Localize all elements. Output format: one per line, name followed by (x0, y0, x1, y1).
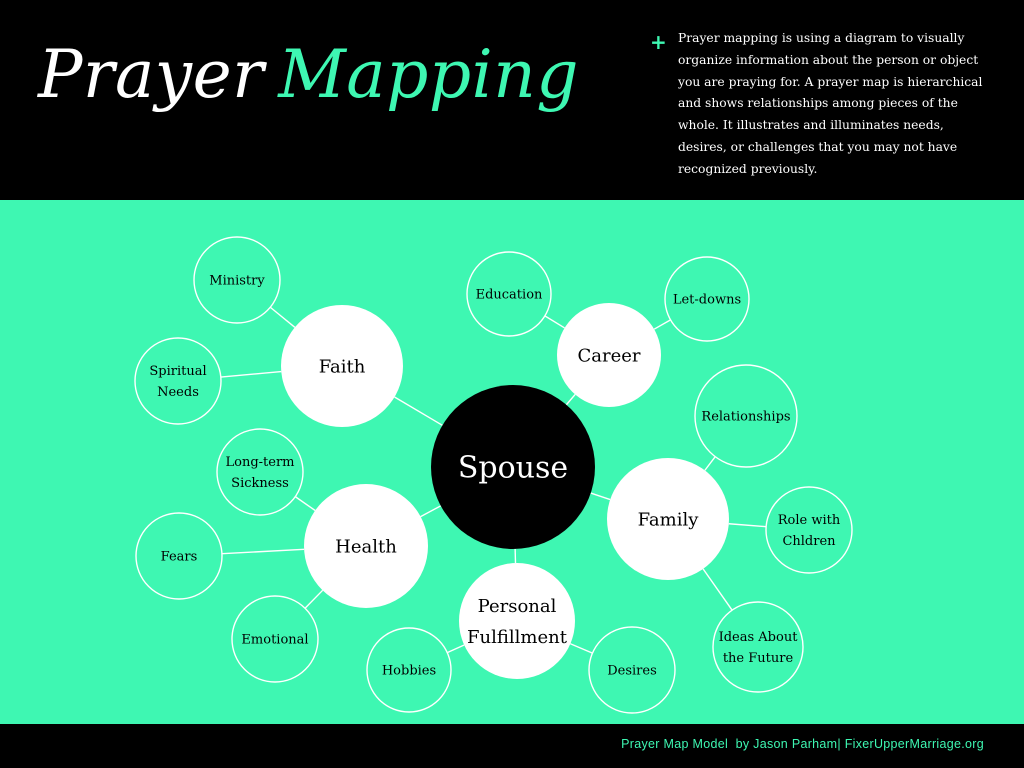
leaf-label-relationships: Relationships (701, 410, 790, 425)
connector-family-ideas-about-the-future (702, 568, 733, 611)
branch-node-family (607, 458, 729, 580)
connector-center-faith (394, 396, 443, 426)
leaf-label-ministry: Ministry (209, 274, 265, 289)
leaf-node-ministry (193, 236, 281, 324)
branch-node-career (557, 303, 661, 407)
center-node (431, 385, 595, 549)
connector-faith-ministry (269, 306, 296, 328)
leaf-node-relationships (694, 364, 798, 468)
leaf-node-long-term-sickness (216, 428, 304, 516)
connector-family-role-with-chldren (728, 523, 767, 528)
connector-personal-fulfillment-hobbies (446, 644, 465, 654)
leaf-node-spiritual-needs (134, 337, 222, 425)
leaf-node-desires (588, 626, 676, 714)
footer-credit: Prayer Map Model by Jason Parham| FixerU… (621, 737, 984, 751)
connector-health-fears (221, 548, 305, 555)
leaf-label-let-downs: Let-downs (673, 293, 741, 308)
leaf-node-emotional (231, 595, 319, 683)
branch-label-family: Family (638, 509, 700, 530)
plus-icon: + (650, 30, 667, 54)
leaf-node-fears (135, 512, 223, 600)
leaf-node-education (466, 251, 552, 337)
connector-center-health (420, 505, 442, 518)
branch-label-health: Health (335, 536, 397, 557)
connector-health-emotional (304, 589, 324, 609)
leaf-node-role-with-chldren (765, 486, 853, 574)
connector-family-relationships (704, 456, 716, 471)
connector-center-career (565, 394, 576, 406)
connector-career-education (544, 315, 565, 329)
leaf-label-emotional: Emotional (241, 633, 308, 648)
leaf-node-ideas-about-the-future (712, 601, 804, 693)
connectors (220, 306, 767, 654)
title-word-prayer: Prayer (38, 36, 265, 113)
branch-label-faith: Faith (319, 356, 366, 377)
leaf-label-desires: Desires (607, 664, 657, 679)
branch-node-health (304, 484, 428, 608)
leaf-label-fears: Fears (161, 550, 198, 565)
leaf-label-hobbies: Hobbies (382, 664, 436, 679)
title-word-mapping: Mapping (278, 36, 579, 113)
connector-career-let-downs (653, 319, 671, 330)
connector-personal-fulfillment-desires (570, 643, 593, 654)
branch-node-personal-fulfillment (459, 563, 575, 679)
leaf-node-let-downs (664, 256, 750, 342)
branch-node-faith (281, 305, 403, 427)
connector-faith-spiritual-needs (220, 370, 282, 378)
center-node-label: Spouse (458, 451, 568, 486)
connector-health-long-term-sickness (294, 496, 316, 512)
description: Prayer mapping is using a diagram to vis… (678, 31, 983, 176)
branch-label-career: Career (577, 345, 640, 366)
connector-center-family (590, 492, 611, 501)
leaf-node-hobbies (366, 627, 452, 713)
leaf-label-education: Education (476, 288, 543, 303)
footer: Prayer Map Model by Jason Parham| FixerU… (0, 724, 1024, 768)
